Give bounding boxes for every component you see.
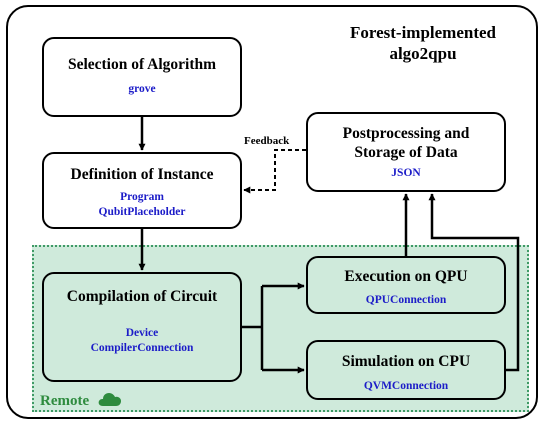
selection-title: Selection of Algorithm bbox=[67, 56, 217, 73]
title-line-2: algo2qpu bbox=[389, 44, 457, 63]
selection-class-grove: grove bbox=[128, 83, 156, 95]
arrow-feedback bbox=[243, 149, 306, 194]
title-line-1: Forest-implemented bbox=[349, 23, 497, 42]
definition-title: Definition of Instance bbox=[70, 166, 214, 183]
compilation-of-circuit-box: Compilation of Circuit Device CompilerCo… bbox=[42, 272, 242, 382]
remote-label: Remote bbox=[40, 391, 123, 410]
definition-class-qubitplaceholder: QubitPlaceholder bbox=[98, 206, 186, 218]
postprocessing-title-line-1: Postprocessing and bbox=[342, 125, 470, 142]
execution-class-qpuconnection: QPUConnection bbox=[365, 294, 447, 306]
simulation-on-cpu-box: Simulation on CPU QVMConnection bbox=[306, 340, 506, 400]
definition-class-program: Program bbox=[120, 191, 164, 203]
arrow-simulation-to-postprocessing bbox=[428, 193, 520, 372]
remote-label-text: Remote bbox=[40, 393, 90, 409]
definition-of-instance-box: Definition of Instance Program QubitPlac… bbox=[42, 152, 242, 229]
selection-of-algorithm-box: Selection of Algorithm grove bbox=[42, 37, 242, 117]
compilation-class-compilerconnection: CompilerConnection bbox=[90, 342, 194, 354]
execution-title: Execution on QPU bbox=[344, 268, 468, 285]
simulation-class-qvmconnection: QVMConnection bbox=[363, 380, 449, 392]
outer-frame bbox=[6, 5, 538, 419]
postprocessing-class-json: JSON bbox=[391, 167, 421, 179]
diagram-title: Forest-implemented algo2qpu bbox=[318, 22, 528, 64]
feedback-label: Feedback bbox=[244, 135, 290, 147]
cloud-icon bbox=[98, 393, 121, 406]
simulation-title: Simulation on CPU bbox=[341, 353, 471, 370]
postprocessing-and-storage-box: Postprocessing and Storage of Data JSON bbox=[306, 112, 506, 192]
execution-on-qpu-box: Execution on QPU QPUConnection bbox=[306, 256, 506, 314]
postprocessing-title-line-2: Storage of Data bbox=[354, 144, 458, 161]
compilation-title: Compilation of Circuit bbox=[66, 288, 218, 305]
compilation-class-device: Device bbox=[125, 327, 159, 339]
